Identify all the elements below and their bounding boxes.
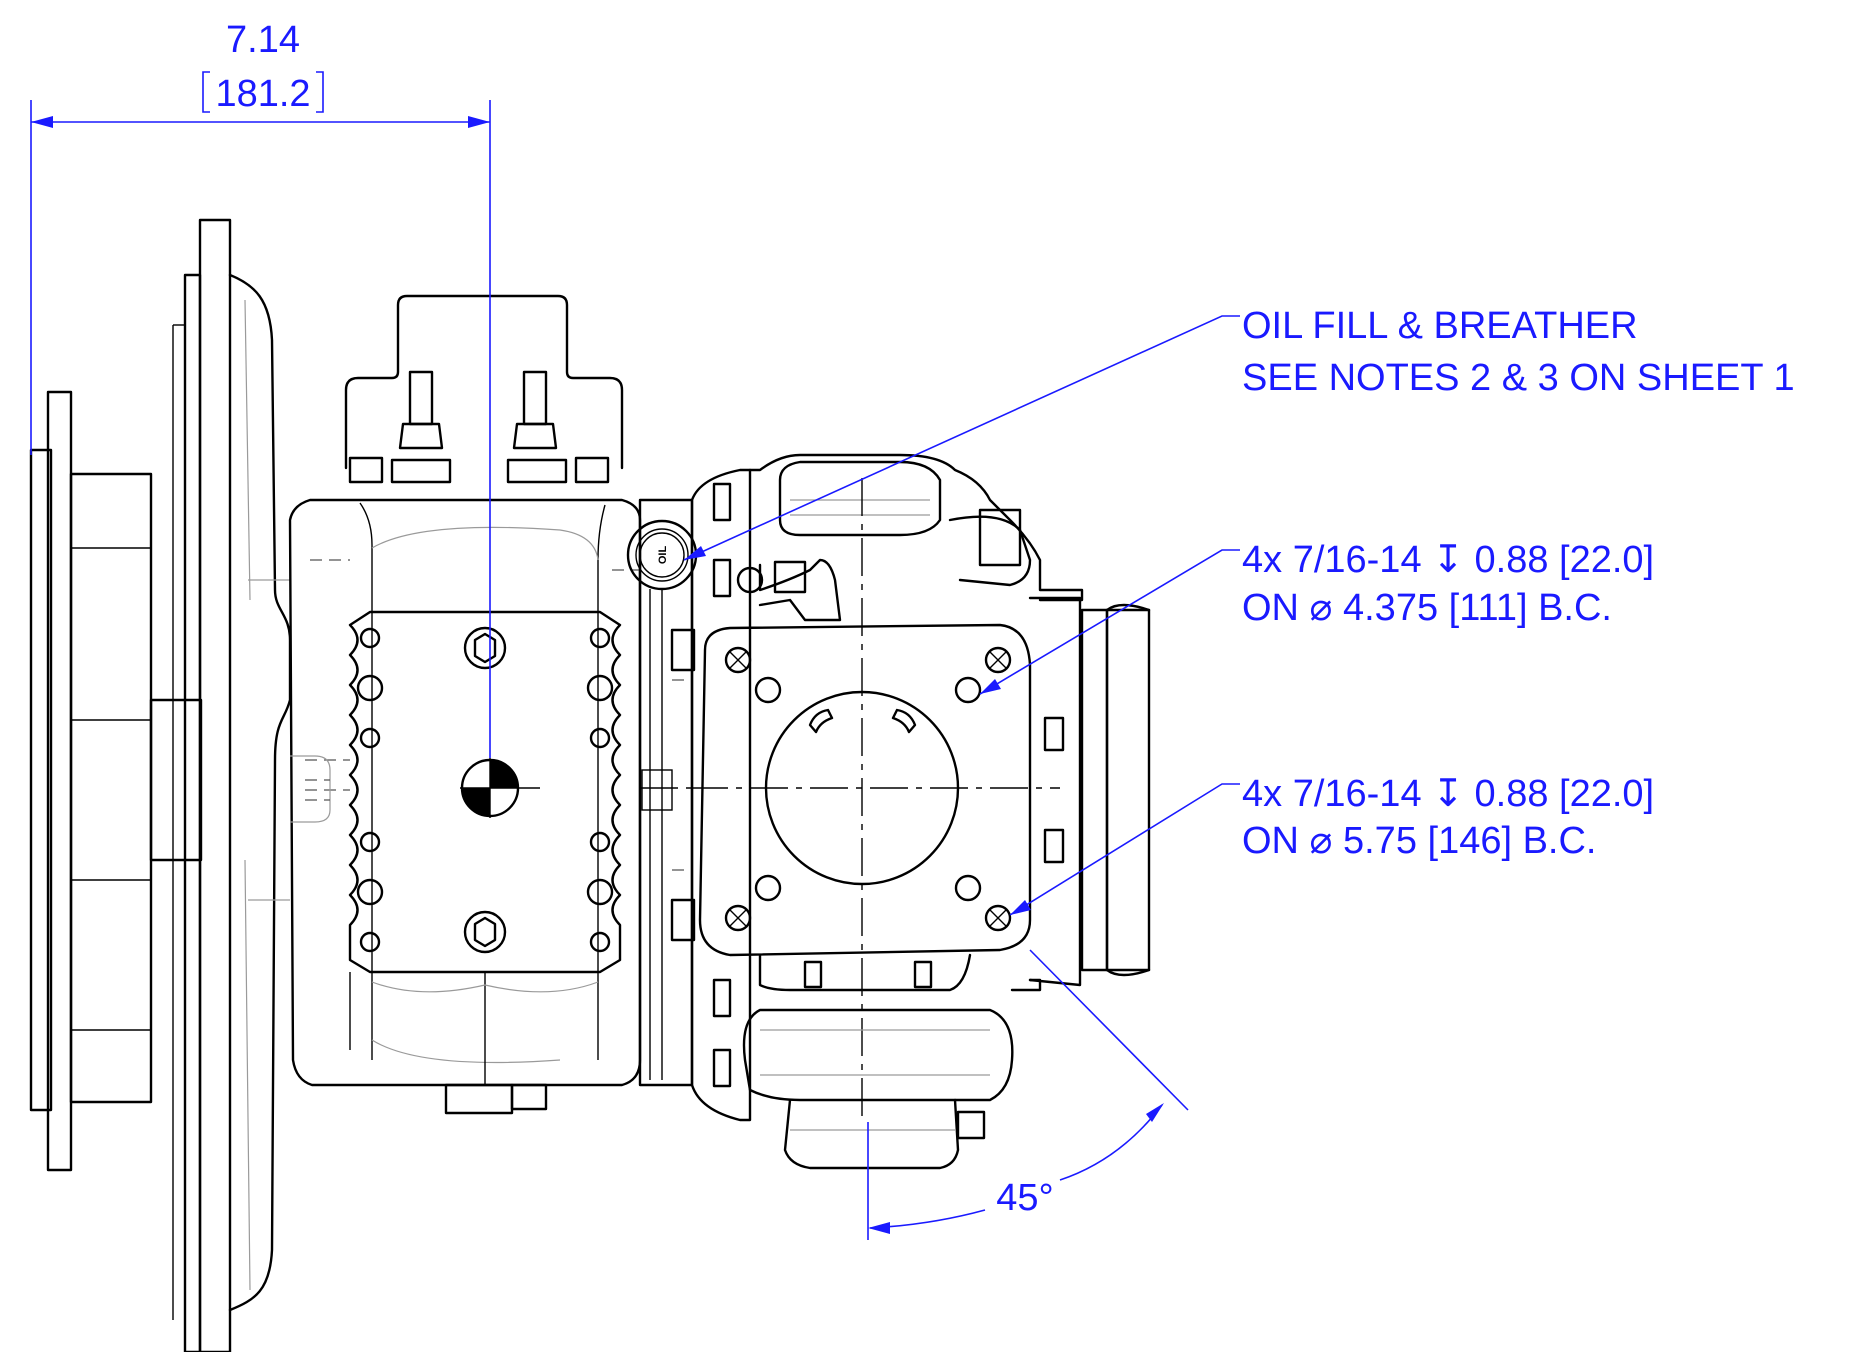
center-of-gravity-symbol xyxy=(460,758,540,818)
oil-fill-callout: OIL FILL & BREATHER SEE NOTES 2 & 3 ON S… xyxy=(683,305,1795,561)
oil-fill-cap: OIL xyxy=(626,519,698,1080)
dimension-value-mm: 181.2 xyxy=(215,73,310,115)
gearbox-housing xyxy=(288,294,642,1115)
holes-callout-outer-bc: 4x 7/16-14 ↧ 0.88 [22.0] ON ⌀ 5.75 [146]… xyxy=(1009,773,1654,916)
holes-b-spec: 4x 7/16-14 ↧ 0.88 [22.0] xyxy=(1242,773,1654,815)
holes-a-spec: 4x 7/16-14 ↧ 0.88 [22.0] xyxy=(1242,539,1654,581)
flywheel-adapter-plate xyxy=(172,218,292,1352)
overall-dimension: 7.14 181.2 xyxy=(30,19,491,758)
oil-cap-label: OIL xyxy=(657,546,669,565)
holes-b-bolt-circle: ON ⌀ 5.75 [146] B.C. xyxy=(1242,820,1597,862)
dimension-value-inches: 7.14 xyxy=(226,19,300,61)
holes-a-bolt-circle: ON ⌀ 4.375 [111] B.C. xyxy=(1242,587,1612,629)
pump-body xyxy=(640,453,1151,1170)
rear-mounting-plate xyxy=(29,390,203,1172)
holes-callout-inner-bc: 4x 7/16-14 ↧ 0.88 [22.0] ON ⌀ 4.375 [111… xyxy=(979,539,1654,695)
angle-value: 45° xyxy=(996,1177,1053,1219)
oil-fill-note: SEE NOTES 2 & 3 ON SHEET 1 xyxy=(1242,357,1795,399)
angle-dimension: 45° xyxy=(867,949,1189,1240)
oil-fill-label: OIL FILL & BREATHER xyxy=(1242,305,1638,347)
